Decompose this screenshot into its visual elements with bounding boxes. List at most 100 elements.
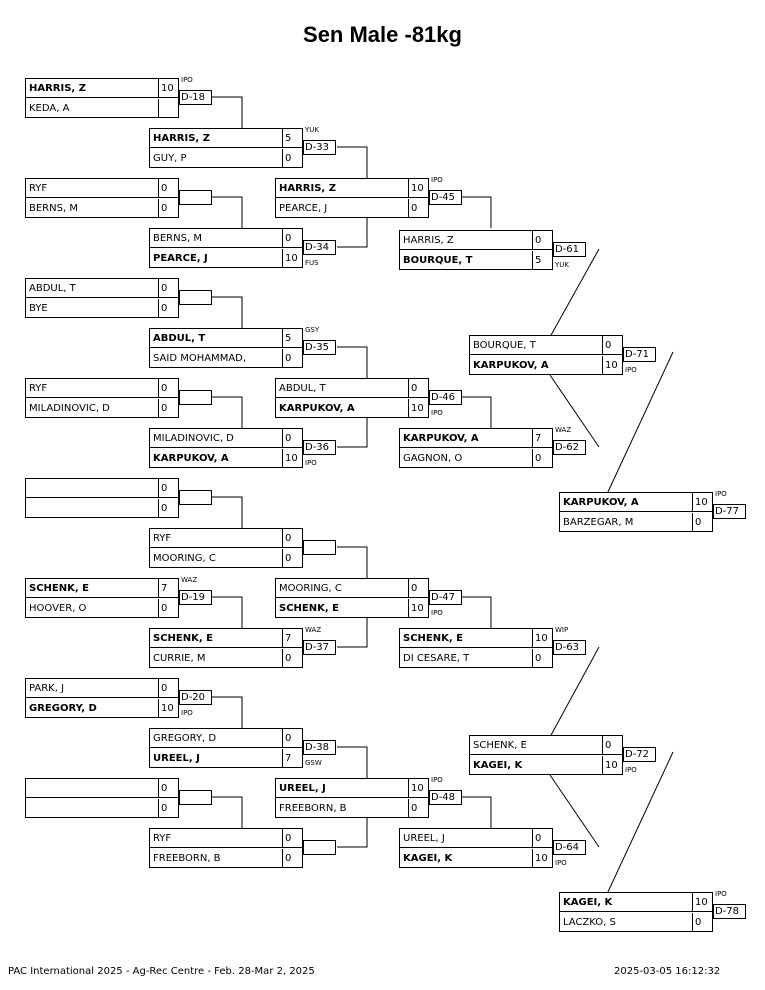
competitor-top: HARRIS, Z <box>400 231 532 250</box>
score-bottom: 10 <box>602 356 623 375</box>
win-code-bottom: IPO <box>555 859 567 867</box>
match-id: D-38 <box>303 740 336 755</box>
score-top: 10 <box>692 493 713 512</box>
competitor-bottom: SCHENK, E <box>279 603 339 614</box>
score-top: 0 <box>408 379 429 398</box>
competitor-bottom: FREEBORN, B <box>279 803 347 814</box>
competitor-top: RYF <box>26 379 158 398</box>
competitor-top: SCHENK, E <box>470 736 602 755</box>
score-top: 0 <box>532 829 553 848</box>
match-id: D-18 <box>179 90 212 105</box>
score-top: 0 <box>158 179 179 198</box>
score-bottom: 10 <box>602 756 623 775</box>
competitor-bottom: MOORING, C <box>153 553 216 564</box>
score-top: 7 <box>158 579 179 598</box>
bracket-title: Sen Male -81kg <box>303 22 462 47</box>
match-id-empty <box>303 840 336 855</box>
score-top: 0 <box>158 379 179 398</box>
win-code-bottom: IPO <box>625 366 637 374</box>
competitor-bottom: KARPUKOV, A <box>279 403 355 414</box>
competitor-bottom: PEARCE, J <box>153 253 208 264</box>
score-top: 0 <box>158 279 179 298</box>
score-bottom: 0 <box>692 913 713 932</box>
win-code-top: IPO <box>431 776 443 784</box>
score-bottom: 0 <box>282 849 303 868</box>
match-id: D-72 <box>623 747 656 762</box>
score-top: 0 <box>158 679 179 698</box>
score-top: 10 <box>158 79 179 98</box>
score-bottom: 0 <box>282 149 303 168</box>
match-id: D-33 <box>303 140 336 155</box>
score-bottom: 10 <box>282 449 303 468</box>
win-code-top: IPO <box>181 76 193 84</box>
competitor-bottom <box>26 499 158 518</box>
score-bottom: 0 <box>408 799 429 818</box>
score-top: 10 <box>532 629 553 648</box>
competitor-bottom: KAGEI, K <box>473 760 523 771</box>
competitor-bottom: PEARCE, J <box>279 203 328 214</box>
score-bottom: 10 <box>282 249 303 268</box>
match-id: D-36 <box>303 440 336 455</box>
win-code-bottom: IPO <box>431 409 443 417</box>
match-id: D-35 <box>303 340 336 355</box>
match-id: D-47 <box>429 590 462 605</box>
competitor-bottom: KARPUKOV, A <box>153 453 229 464</box>
competitor-top: RYF <box>150 829 282 848</box>
competitor-top: RYF <box>26 179 158 198</box>
score-bottom: 10 <box>408 399 429 418</box>
competitor-top <box>26 479 158 498</box>
win-code-top: WIP <box>555 626 569 634</box>
competitor-top: GREGORY, D <box>150 729 282 748</box>
score-bottom: 0 <box>158 599 179 618</box>
competitor-top: ABDUL, T <box>26 279 158 298</box>
footer-timestamp: 2025-03-05 16:12:32 <box>614 966 721 977</box>
score-top: 0 <box>158 779 179 798</box>
competitor-top: UREEL, J <box>400 829 532 848</box>
win-code-bottom: FUS <box>305 259 319 267</box>
score-bottom: 0 <box>282 649 303 668</box>
match-id: D-20 <box>179 690 212 705</box>
match-id-empty <box>179 190 212 205</box>
score-bottom: 10 <box>532 849 553 868</box>
score-top: 0 <box>532 231 553 250</box>
match-id: D-64 <box>553 840 586 855</box>
match-id: D-45 <box>429 190 462 205</box>
win-code-top: IPO <box>715 890 727 898</box>
score-top: 5 <box>282 329 303 348</box>
win-code-top: WAZ <box>305 626 322 634</box>
competitor-top: KARPUKOV, A <box>560 493 692 512</box>
win-code-top: IPO <box>431 176 443 184</box>
score-bottom: 0 <box>158 299 179 318</box>
match-id-empty <box>179 290 212 305</box>
match-id: D-62 <box>553 440 586 455</box>
score-bottom: 7 <box>282 749 303 768</box>
competitor-bottom: GUY, P <box>153 153 187 164</box>
competitor-top: BERNS, M <box>150 229 282 248</box>
match-id-empty <box>179 790 212 805</box>
match-id: D-37 <box>303 640 336 655</box>
competitor-top: SCHENK, E <box>26 579 158 598</box>
score-top: 0 <box>282 829 303 848</box>
competitor-bottom: BARZEGAR, M <box>563 517 634 528</box>
competitor-top: BOURQUE, T <box>470 336 602 355</box>
match-id: D-63 <box>553 640 586 655</box>
competitor-top: SCHENK, E <box>150 629 282 648</box>
competitor-top: RYF <box>150 529 282 548</box>
score-top: 0 <box>282 729 303 748</box>
match-id: D-77 <box>713 504 746 519</box>
